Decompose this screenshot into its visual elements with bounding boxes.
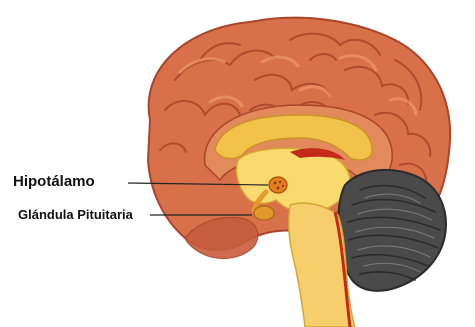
pituitary-gland — [254, 206, 274, 220]
hypothalamus-label: Hipotálamo — [13, 174, 95, 189]
pituitary-label: Glándula Pituitaria — [18, 208, 133, 221]
hypothalamus — [269, 177, 287, 193]
